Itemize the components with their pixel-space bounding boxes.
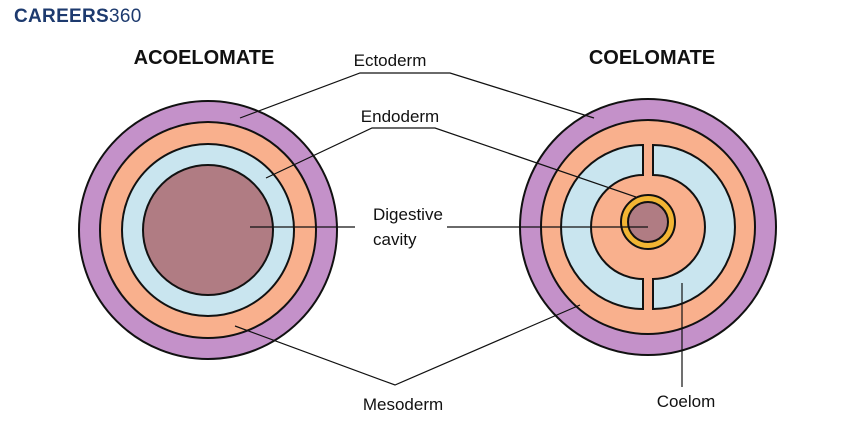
coelom-left-cavity (560, 143, 644, 311)
logo-number: 360 (109, 6, 142, 27)
label-endoderm: Endoderm (361, 107, 439, 126)
mesoderm-leader (234, 304, 581, 386)
label-coelom: Coelom (657, 392, 716, 411)
coelomate-digestive-cavity (627, 201, 669, 243)
label-ectoderm: Ectoderm (354, 51, 427, 70)
label-digestive: Digestive (373, 205, 443, 224)
coelom-right-cavity (652, 143, 736, 311)
endoderm-leader (265, 127, 637, 198)
label-cavity: cavity (373, 230, 417, 249)
label-mesoderm: Mesoderm (363, 395, 443, 414)
title-acoelomate: ACOELOMATE (134, 47, 275, 69)
acoelomate-digestive-cavity (142, 164, 274, 296)
logo-brand: CAREERS (14, 6, 110, 27)
leader-lines (234, 72, 683, 387)
acoelomate-body (78, 100, 338, 360)
careers360-logo: CAREERS360 (14, 6, 142, 28)
title-coelomate: COELOMATE (589, 47, 715, 69)
ectoderm-leader (239, 72, 595, 119)
